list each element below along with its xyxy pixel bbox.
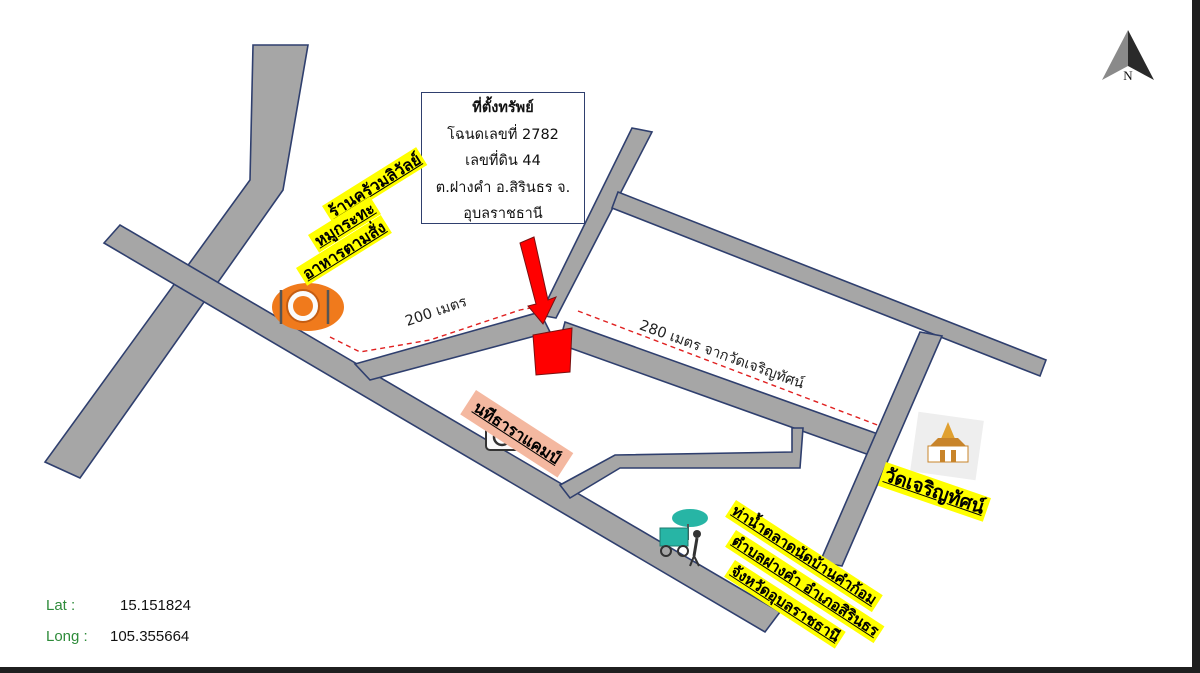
road-west-lower	[353, 311, 552, 381]
cart-icon	[659, 509, 708, 567]
lat-label: Lat :	[46, 597, 76, 614]
property-marker	[532, 327, 573, 376]
distance-line-left	[329, 305, 541, 353]
compass-letter: N	[1123, 68, 1133, 83]
compass-icon: N	[1102, 30, 1154, 83]
road-camp-branch	[558, 427, 804, 500]
road-east-top	[610, 190, 1048, 378]
long-label: Long :	[46, 628, 88, 645]
callout-address-line2: อุบลราชธานี	[463, 206, 543, 222]
property-callout: ที่ตั้งทรัพย์ โฉนดเลขที่ 2782 เลขที่ดิน …	[421, 92, 585, 224]
long-value: 105.355664	[110, 628, 190, 645]
road-main-diagonal	[102, 223, 782, 634]
lat-value: 15.151824	[120, 597, 191, 614]
road-north-east	[538, 127, 654, 319]
plate-icon	[272, 283, 344, 331]
callout-land-no: เลขที่ดิน 44	[465, 153, 541, 169]
arrow-down-icon	[519, 236, 557, 325]
road-temple-south	[818, 331, 944, 567]
road-north-south-left	[43, 44, 309, 480]
callout-deed: โฉนดเลขที่ 2782	[447, 126, 559, 143]
callout-address-line1: ต.ฝางคำ อ.สิรินธร จ.	[435, 179, 571, 196]
temple-icon	[910, 411, 984, 481]
callout-title: ที่ตั้งทรัพย์	[472, 100, 534, 116]
